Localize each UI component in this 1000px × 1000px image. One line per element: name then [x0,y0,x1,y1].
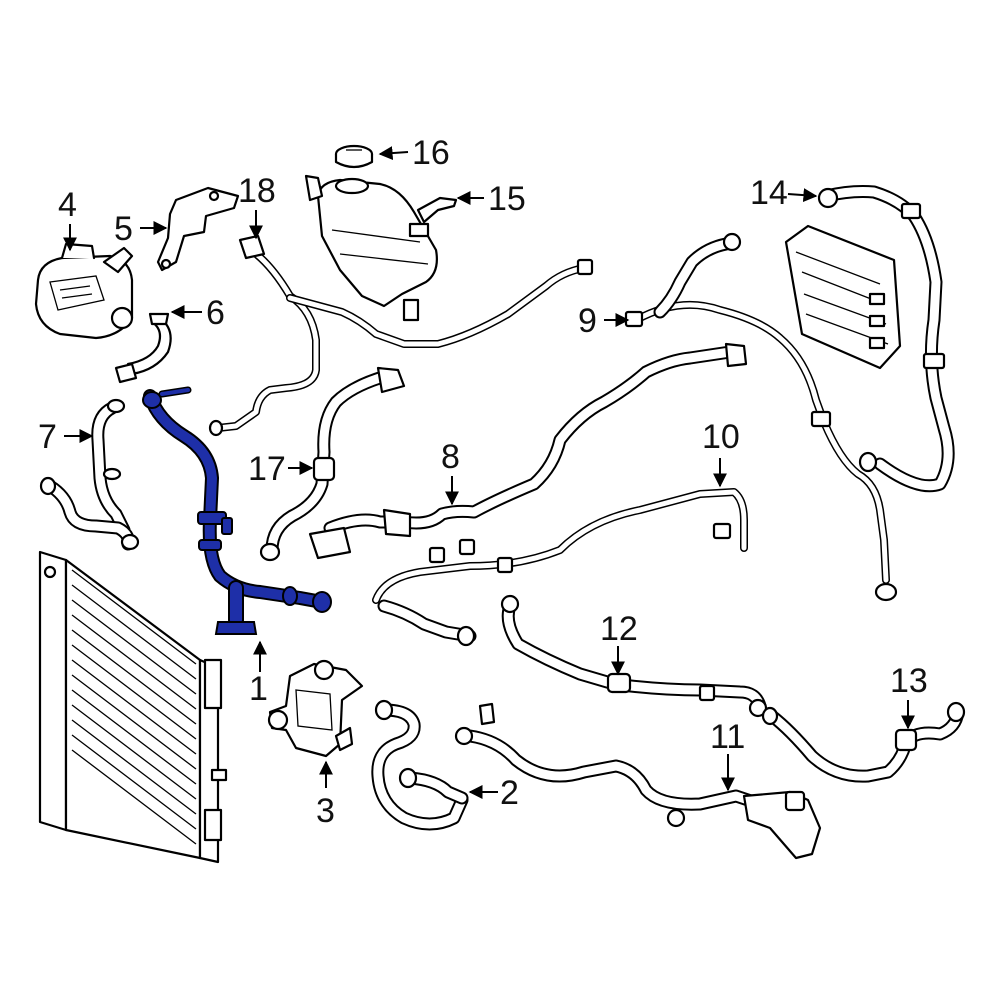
coolant-hose-highlighted[interactable] [142,386,332,635]
callout-17: 17 [248,450,314,488]
coolant-line-12[interactable] [500,594,768,718]
coolant-hose-7[interactable] [39,398,140,551]
callout-label-10: 10 [702,418,740,456]
callout-3: 3 [316,760,335,830]
callout-2: 2 [468,774,519,812]
coolant-hose-13[interactable] [761,701,966,783]
callout-10: 10 [702,418,740,488]
callout-label-5: 5 [114,210,133,248]
electric-water-pump[interactable] [34,242,134,340]
coolant-line-11[interactable] [454,702,822,860]
callout-label-6: 6 [206,294,225,332]
callout-label-9: 9 [578,302,597,340]
callout-label-7: 7 [38,418,57,456]
callout-label-8: 8 [441,438,460,476]
callout-label-13: 13 [890,662,928,700]
callout-label-2: 2 [500,774,519,812]
callout-1: 1 [249,640,268,708]
coolant-hose-8[interactable] [308,342,748,560]
callout-15: 15 [456,180,526,218]
callout-5: 5 [114,210,168,248]
callout-12: 12 [600,610,638,676]
coolant-line-9[interactable] [624,232,898,602]
coolant-expansion-tank[interactable] [304,174,458,322]
coolant-hose-17[interactable] [259,366,406,562]
callout-9: 9 [578,302,630,340]
radiator [38,550,228,864]
callout-18: 18 [238,172,276,240]
callout-14: 14 [750,174,818,212]
callout-label-15: 15 [488,180,526,218]
callout-6: 6 [170,294,225,332]
thermostat-housing[interactable] [267,659,364,758]
electronics-module [784,224,902,370]
mounting-bracket[interactable] [156,186,240,272]
callout-label-17: 17 [248,450,286,488]
callout-label-12: 12 [600,610,638,648]
callout-label-18: 18 [238,172,276,210]
callout-8: 8 [441,438,460,506]
callout-label-3: 3 [316,792,335,830]
callout-16: 16 [378,134,450,172]
callout-label-11: 11 [710,718,745,756]
vent-line-18[interactable] [208,234,594,437]
callout-4: 4 [58,186,77,252]
callout-label-4: 4 [58,186,77,224]
coolant-hose-14[interactable] [817,185,955,493]
coolant-hose-2[interactable] [371,699,469,831]
callout-label-16: 16 [412,134,450,172]
callout-13: 13 [890,662,928,730]
hose-clamp[interactable] [114,312,172,384]
callout-11: 11 [710,718,745,792]
callout-label-14: 14 [750,174,788,212]
coolant-line-10[interactable] [372,488,748,647]
reservoir-cap[interactable] [334,144,374,169]
callout-label-1: 1 [249,670,268,708]
callout-7: 7 [38,418,94,456]
